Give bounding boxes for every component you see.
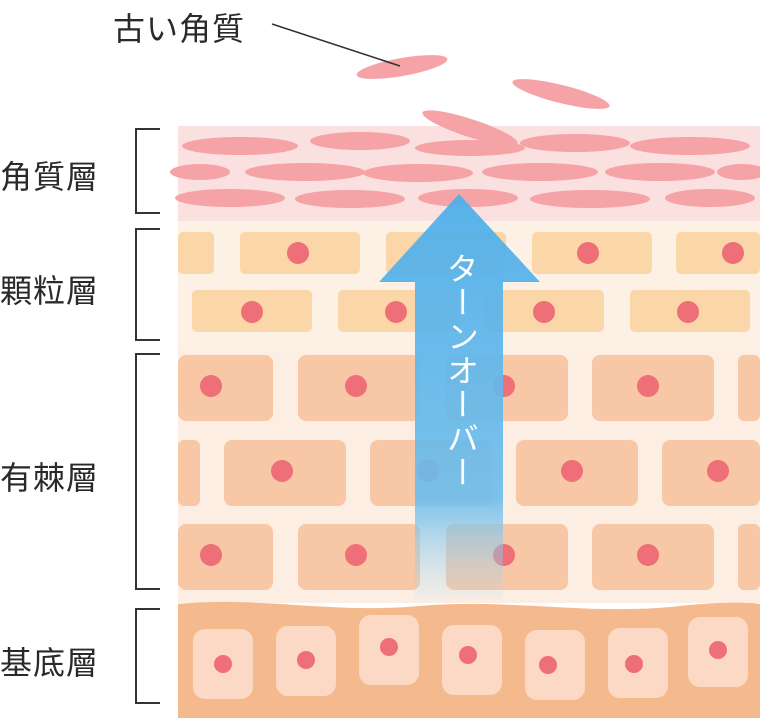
- layer-brackets: [135, 128, 160, 704]
- bracket-stratum-corneum: [135, 128, 160, 214]
- old-keratin-flakes: [356, 55, 610, 146]
- stratum-basale-band: [178, 601, 760, 718]
- stratum-corneum-band: [170, 126, 760, 221]
- bracket-stratum-spinosum: [135, 353, 160, 590]
- stratum-spinosum-label: 有棘層: [0, 459, 100, 497]
- stratum-basale-label: 基底層: [0, 644, 100, 682]
- turnover-label: ターンオーバー: [442, 252, 480, 490]
- bracket-stratum-basale: [135, 608, 160, 704]
- stratum-granulosum-label: 顆粒層: [0, 272, 100, 310]
- old-keratin-label: 古い角質: [113, 10, 246, 48]
- turnover-arrow: [379, 194, 540, 600]
- stratum-corneum-label: 角質層: [0, 158, 100, 196]
- bracket-stratum-granulosum: [135, 228, 160, 341]
- stratum-granulosum-band: [178, 221, 760, 351]
- old-keratin-leader-line: [271, 23, 401, 67]
